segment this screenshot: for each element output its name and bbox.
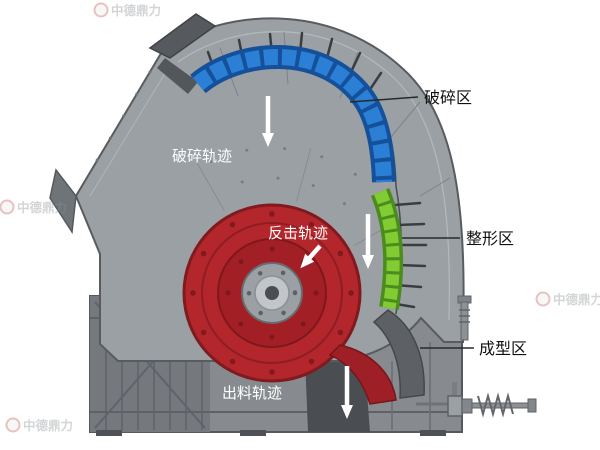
feed-opening xyxy=(157,58,198,94)
brand-logo-icon xyxy=(535,291,551,307)
discharge-trajectory-label: 出料轨迹 xyxy=(222,385,282,402)
forming-zone-label: 成型区 xyxy=(479,340,527,358)
watermark: 中德鼎力 xyxy=(535,291,600,307)
watermark: 中德鼎力 xyxy=(5,417,73,433)
spring-bolt-assembly xyxy=(416,382,537,418)
brand-logo-icon xyxy=(93,2,109,18)
machine-foot xyxy=(240,430,266,436)
spring-coil xyxy=(477,392,514,418)
brand-logo-icon xyxy=(5,417,21,433)
liner-bolts xyxy=(388,201,428,309)
brand-text: 中德鼎力 xyxy=(111,3,161,18)
machine-foot xyxy=(96,430,122,436)
left-chute-wedge xyxy=(49,168,77,235)
rotor-shaft xyxy=(265,286,279,300)
base-ribs xyxy=(105,300,203,430)
shaping-zone-label: 整形区 xyxy=(466,230,514,248)
rebound-trajectory-label: 反击轨迹 xyxy=(268,225,328,242)
brand-text: 中德鼎力 xyxy=(553,292,600,307)
crushing-zone-label: 破碎区 xyxy=(424,89,472,107)
machine-foot xyxy=(420,430,446,436)
rotor xyxy=(182,203,362,383)
crushing-trajectory-label: 破碎轨迹 xyxy=(172,148,232,165)
shaping-zone-liner-green xyxy=(370,188,428,310)
brand-text: 中德鼎力 xyxy=(23,418,73,433)
brand-logo-icon xyxy=(0,199,15,215)
watermark: 中德鼎力 xyxy=(93,2,161,18)
rebound-trajectory-arrow xyxy=(300,244,322,269)
feed-inlet-cap xyxy=(148,13,217,59)
side-bolt-assembly xyxy=(457,295,472,341)
trajectory-arrows xyxy=(262,96,374,419)
watermark: 中德鼎力 xyxy=(0,199,67,215)
crushing-zone-liner-blue xyxy=(190,31,396,183)
zone-callouts: 破碎区 整形区 成型区 xyxy=(349,89,527,358)
crushing-zone-callout-line xyxy=(349,96,419,103)
forming-zone-liner xyxy=(328,309,425,405)
rotor-bolt-ring xyxy=(190,211,354,375)
brand-text: 中德鼎力 xyxy=(17,200,67,215)
